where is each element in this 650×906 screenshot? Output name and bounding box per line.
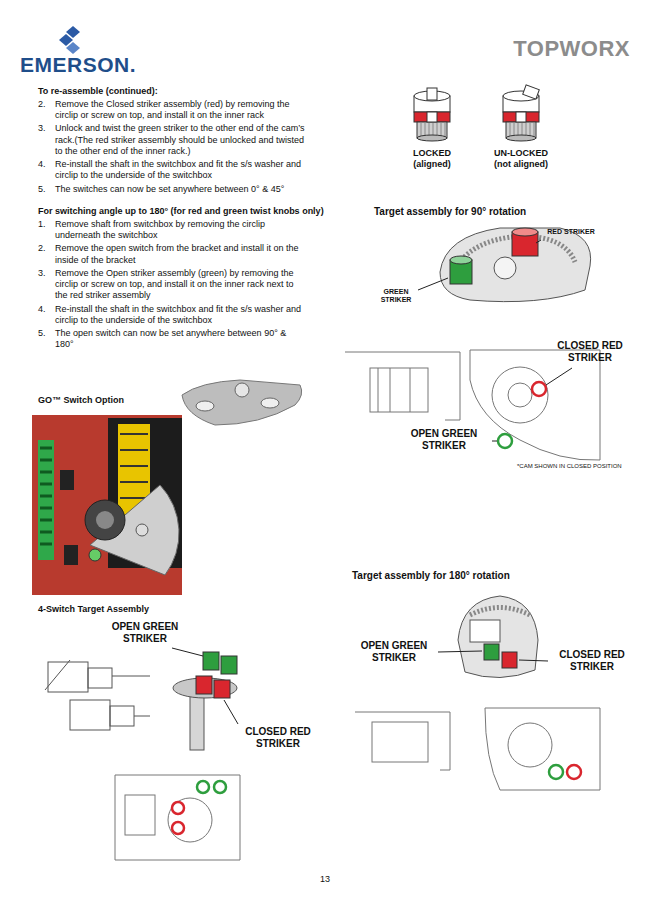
four-switch-assembly: [45, 648, 240, 860]
step-text: The open switch can now be set anywhere …: [55, 328, 305, 351]
part-label: OPEN GREEN STRIKER: [398, 428, 490, 452]
step-number: 5.: [38, 328, 54, 339]
step-text: Remove the Open striker assembly (green)…: [55, 268, 305, 302]
part-label: RED STRIKER: [543, 228, 599, 236]
knob-state: UN-LOCKED: [481, 148, 561, 159]
step-number: 4.: [38, 304, 54, 315]
part-label: GREEN STRIKER: [374, 288, 418, 305]
part-label: OPEN GREEN STRIKER: [352, 640, 436, 664]
knob-state: (aligned): [397, 159, 467, 170]
section-heading: To re-assemble (continued):: [38, 86, 308, 97]
step-text: Unlock and twist the green striker to th…: [55, 123, 305, 157]
section-heading: For switching angle up to 180° (for red …: [38, 206, 328, 217]
locked-knob: [414, 88, 450, 141]
step-number: 4.: [38, 159, 54, 170]
step-number: 3.: [38, 123, 54, 134]
section-heading: GO™ Switch Option: [38, 395, 168, 406]
go-switch-photo: [32, 415, 182, 595]
unlocked-knob: [503, 85, 539, 141]
emerson-icon: [59, 26, 80, 54]
figure-title: Target assembly for 90° rotation: [374, 206, 594, 218]
go-target-plate: [182, 380, 302, 425]
knob-state: (not aligned): [481, 159, 561, 170]
step-text: Remove the Closed striker assembly (red)…: [55, 99, 305, 122]
cam-90-assembly: [418, 228, 591, 302]
step-number: 2.: [38, 243, 54, 254]
step-text: Remove shaft from switchbox by removing …: [55, 219, 305, 242]
part-label: CLOSED RED STRIKER: [238, 726, 318, 750]
page-number: 13: [300, 874, 350, 885]
cam-180-assembly: [438, 596, 548, 678]
part-label: CLOSED RED STRIKER: [550, 340, 630, 364]
cam-180-plan: [355, 708, 600, 790]
step-text: Re-install the shaft in the switchbox an…: [55, 159, 305, 182]
knob-state: LOCKED: [397, 148, 467, 159]
part-label: OPEN GREEN STRIKER: [92, 621, 198, 645]
step-number: 3.: [38, 268, 54, 279]
brand-logo: EMERSON.: [20, 52, 160, 77]
cam-90-plan: [345, 350, 600, 460]
brand-logo: TOPWORX: [450, 36, 630, 62]
step-number: 1.: [38, 219, 54, 230]
step-text: The switches can now be set anywhere bet…: [55, 184, 305, 195]
step-number: 5.: [38, 184, 54, 195]
step-number: 2.: [38, 99, 54, 110]
part-label: CLOSED RED STRIKER: [550, 649, 634, 673]
step-text: Remove the open switch from the bracket …: [55, 243, 305, 266]
note: *CAM SHOWN IN CLOSED POSITION: [517, 463, 637, 470]
figure-title: Target assembly for 180° rotation: [352, 570, 582, 582]
section-heading: 4-Switch Target Assembly: [38, 604, 188, 615]
step-text: Re-install the shaft in the switchbox an…: [55, 304, 305, 327]
